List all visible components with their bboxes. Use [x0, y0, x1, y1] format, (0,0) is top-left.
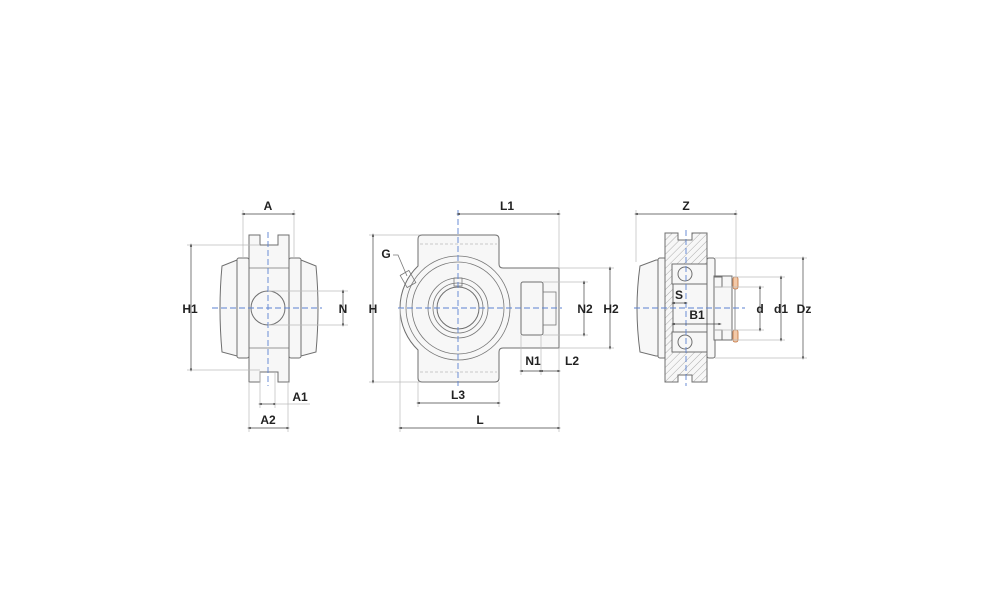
front-view: L1 G H N2 H2 N1 L2 L3 L — [369, 199, 619, 432]
dim-label-l2: L2 — [565, 354, 579, 368]
dim-label-dz: Dz — [797, 302, 812, 316]
dim-label-h1: H1 — [182, 302, 198, 316]
grease-nipple-label-g: G — [381, 247, 390, 261]
dim-label-l1: L1 — [500, 199, 514, 213]
dim-label-z: Z — [682, 199, 689, 213]
dim-label-l3: L3 — [451, 388, 465, 402]
dim-label-d: d — [756, 302, 763, 316]
side-view: A H1 N A1 A2 — [182, 199, 348, 432]
dim-label-b1: B1 — [689, 308, 705, 322]
dim-label-h2: H2 — [603, 302, 619, 316]
dim-label-h: H — [369, 302, 378, 316]
dim-label-a: A — [264, 199, 273, 213]
dim-label-a1: A1 — [292, 390, 308, 404]
dim-label-n: N — [339, 302, 348, 316]
dim-label-d1: d1 — [774, 302, 788, 316]
dim-label-s: S — [675, 288, 683, 302]
dim-label-n2: N2 — [577, 302, 593, 316]
section-view: Z S B1 d d1 Dz — [634, 199, 811, 386]
dim-label-l: L — [476, 413, 483, 427]
dim-label-a2: A2 — [260, 413, 276, 427]
dim-label-n1: N1 — [525, 354, 541, 368]
